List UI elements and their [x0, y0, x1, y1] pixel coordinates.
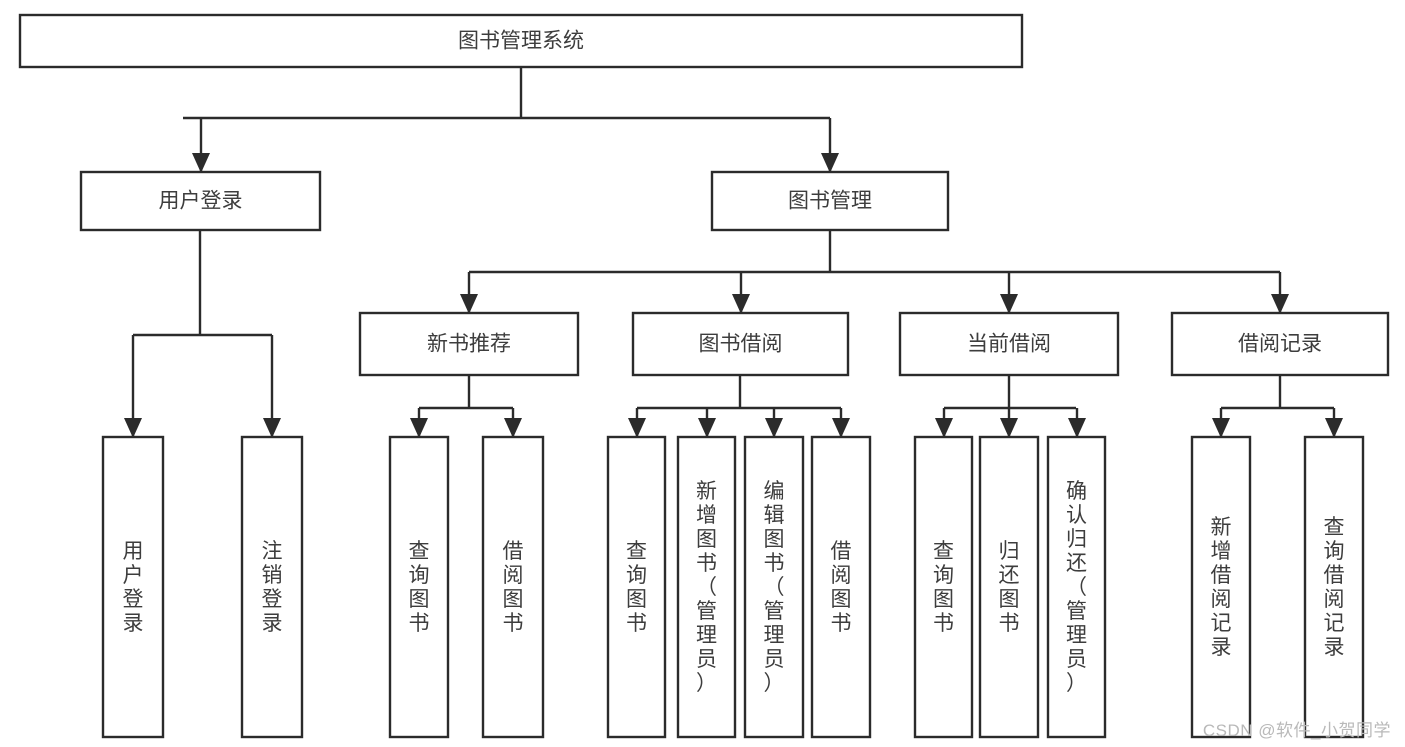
- watermark-label: CSDN @软件_小贺同学: [1202, 721, 1391, 740]
- node-leaf-return-book[interactable]: 归还图书: [978, 435, 1040, 739]
- node-leaf-query-book-3-rect[interactable]: [913, 435, 974, 739]
- node-leaf-add-book-label: 新增图书（管理员）: [696, 480, 717, 695]
- node-leaf-query-record-rect[interactable]: [1303, 435, 1365, 739]
- node-leaf-edit-book[interactable]: 编辑图书（管理员）: [743, 435, 805, 739]
- node-leaf-add-book-rect[interactable]: [676, 435, 737, 739]
- arrow-head-icon-leaf-confirm-return: [1068, 418, 1086, 438]
- node-borrow-record-rect[interactable]: [1170, 311, 1390, 377]
- arrow-head-icon-book-manage: [821, 153, 839, 173]
- node-leaf-return-book-rect[interactable]: [978, 435, 1040, 739]
- arrow-head-icon-leaf-query-book-1: [410, 418, 428, 438]
- node-root-图书管理系统[interactable]: 图书管理系统: [18, 13, 1024, 69]
- connectors-layer: [124, 67, 1343, 438]
- node-leaf-borrow-book-1[interactable]: 借阅图书: [481, 435, 545, 739]
- arrow-head-icon-user-login: [192, 153, 210, 173]
- node-book-borrow-label: 图书借阅: [699, 333, 783, 356]
- node-leaf-borrow-book-1-label: 借阅图书: [503, 540, 524, 635]
- arrow-head-icon-leaf-borrow-book-1: [504, 418, 522, 438]
- node-current-borrow[interactable]: 当前借阅: [898, 311, 1120, 377]
- arrow-head-icon-leaf-return-book: [1000, 418, 1018, 438]
- node-book-manage-rect[interactable]: [710, 170, 950, 232]
- node-borrow-record[interactable]: 借阅记录: [1170, 311, 1390, 377]
- node-new-book-recommend-label: 新书推荐: [427, 333, 511, 356]
- node-leaf-borrow-book-2-label: 借阅图书: [831, 540, 852, 635]
- node-leaf-query-book-2-label: 查询图书: [626, 540, 647, 635]
- arrow-head-icon-leaf-borrow-book-2: [832, 418, 850, 438]
- node-leaf-user-login-label: 用户登录: [123, 540, 144, 635]
- arrow-head-icon-leaf-add-book: [698, 418, 716, 438]
- node-leaf-query-book-2[interactable]: 查询图书: [606, 435, 667, 739]
- node-book-manage[interactable]: 图书管理: [710, 170, 950, 232]
- node-user-login-label: 用户登录: [159, 190, 243, 213]
- node-leaf-query-book-1[interactable]: 查询图书: [388, 435, 450, 739]
- node-root-图书管理系统-rect[interactable]: [18, 13, 1024, 69]
- node-leaf-query-book-1-label: 查询图书: [409, 540, 430, 635]
- node-leaf-query-book-3[interactable]: 查询图书: [913, 435, 974, 739]
- node-leaf-confirm-return[interactable]: 确认归还（管理员）: [1046, 435, 1107, 739]
- node-leaf-query-book-1-rect[interactable]: [388, 435, 450, 739]
- node-leaf-return-book-label: 归还图书: [999, 540, 1020, 635]
- node-leaf-query-record[interactable]: 查询借阅记录: [1303, 435, 1365, 739]
- node-leaf-add-record-label: 新增借阅记录: [1211, 516, 1232, 659]
- arrow-head-icon-borrow-record: [1271, 294, 1289, 314]
- node-leaf-add-record[interactable]: 新增借阅记录: [1190, 435, 1252, 739]
- node-current-borrow-label: 当前借阅: [967, 333, 1051, 356]
- node-root-图书管理系统-label: 图书管理系统: [458, 30, 584, 53]
- arrow-head-icon-leaf-user-login: [124, 418, 142, 438]
- node-leaf-query-book-2-rect[interactable]: [606, 435, 667, 739]
- node-leaf-user-login-rect[interactable]: [101, 435, 165, 739]
- arrow-head-icon-current-borrow: [1000, 294, 1018, 314]
- node-book-manage-label: 图书管理: [788, 190, 872, 213]
- node-leaf-add-record-rect[interactable]: [1190, 435, 1252, 739]
- node-new-book-recommend[interactable]: 新书推荐: [358, 311, 580, 377]
- arrow-head-icon-leaf-edit-book: [765, 418, 783, 438]
- arrow-head-icon-leaf-query-book-2: [628, 418, 646, 438]
- node-leaf-edit-book-label: 编辑图书（管理员）: [764, 480, 785, 695]
- node-borrow-record-label: 借阅记录: [1238, 333, 1322, 356]
- arrow-head-icon-leaf-user-logout: [263, 418, 281, 438]
- node-book-borrow[interactable]: 图书借阅: [631, 311, 850, 377]
- nodes-layer: 图书管理系统用户登录图书管理新书推荐图书借阅当前借阅借阅记录用户登录注销登录查询…: [18, 13, 1390, 739]
- node-new-book-recommend-rect[interactable]: [358, 311, 580, 377]
- node-leaf-user-logout-label: 注销登录: [262, 540, 283, 635]
- node-leaf-borrow-book-2-rect[interactable]: [810, 435, 872, 739]
- arrow-head-icon-new-book-recommend: [460, 294, 478, 314]
- node-leaf-borrow-book-1-rect[interactable]: [481, 435, 545, 739]
- node-user-login-rect[interactable]: [79, 170, 322, 232]
- arrow-head-icon-leaf-query-record: [1325, 418, 1343, 438]
- node-current-borrow-rect[interactable]: [898, 311, 1120, 377]
- node-leaf-add-book[interactable]: 新增图书（管理员）: [676, 435, 737, 739]
- arrow-head-icon-book-borrow: [732, 294, 750, 314]
- node-leaf-query-record-label: 查询借阅记录: [1324, 516, 1345, 659]
- arrow-head-icon-leaf-add-record: [1212, 418, 1230, 438]
- node-leaf-query-book-3-label: 查询图书: [933, 540, 954, 635]
- node-leaf-confirm-return-rect[interactable]: [1046, 435, 1107, 739]
- node-leaf-user-logout-rect[interactable]: [240, 435, 304, 739]
- node-user-login[interactable]: 用户登录: [79, 170, 322, 232]
- node-leaf-user-login[interactable]: 用户登录: [101, 435, 165, 739]
- node-leaf-user-logout[interactable]: 注销登录: [240, 435, 304, 739]
- arrow-head-icon-leaf-query-book-3: [935, 418, 953, 438]
- node-leaf-confirm-return-label: 确认归还（管理员）: [1066, 480, 1087, 695]
- node-leaf-borrow-book-2[interactable]: 借阅图书: [810, 435, 872, 739]
- node-book-borrow-rect[interactable]: [631, 311, 850, 377]
- node-leaf-edit-book-rect[interactable]: [743, 435, 805, 739]
